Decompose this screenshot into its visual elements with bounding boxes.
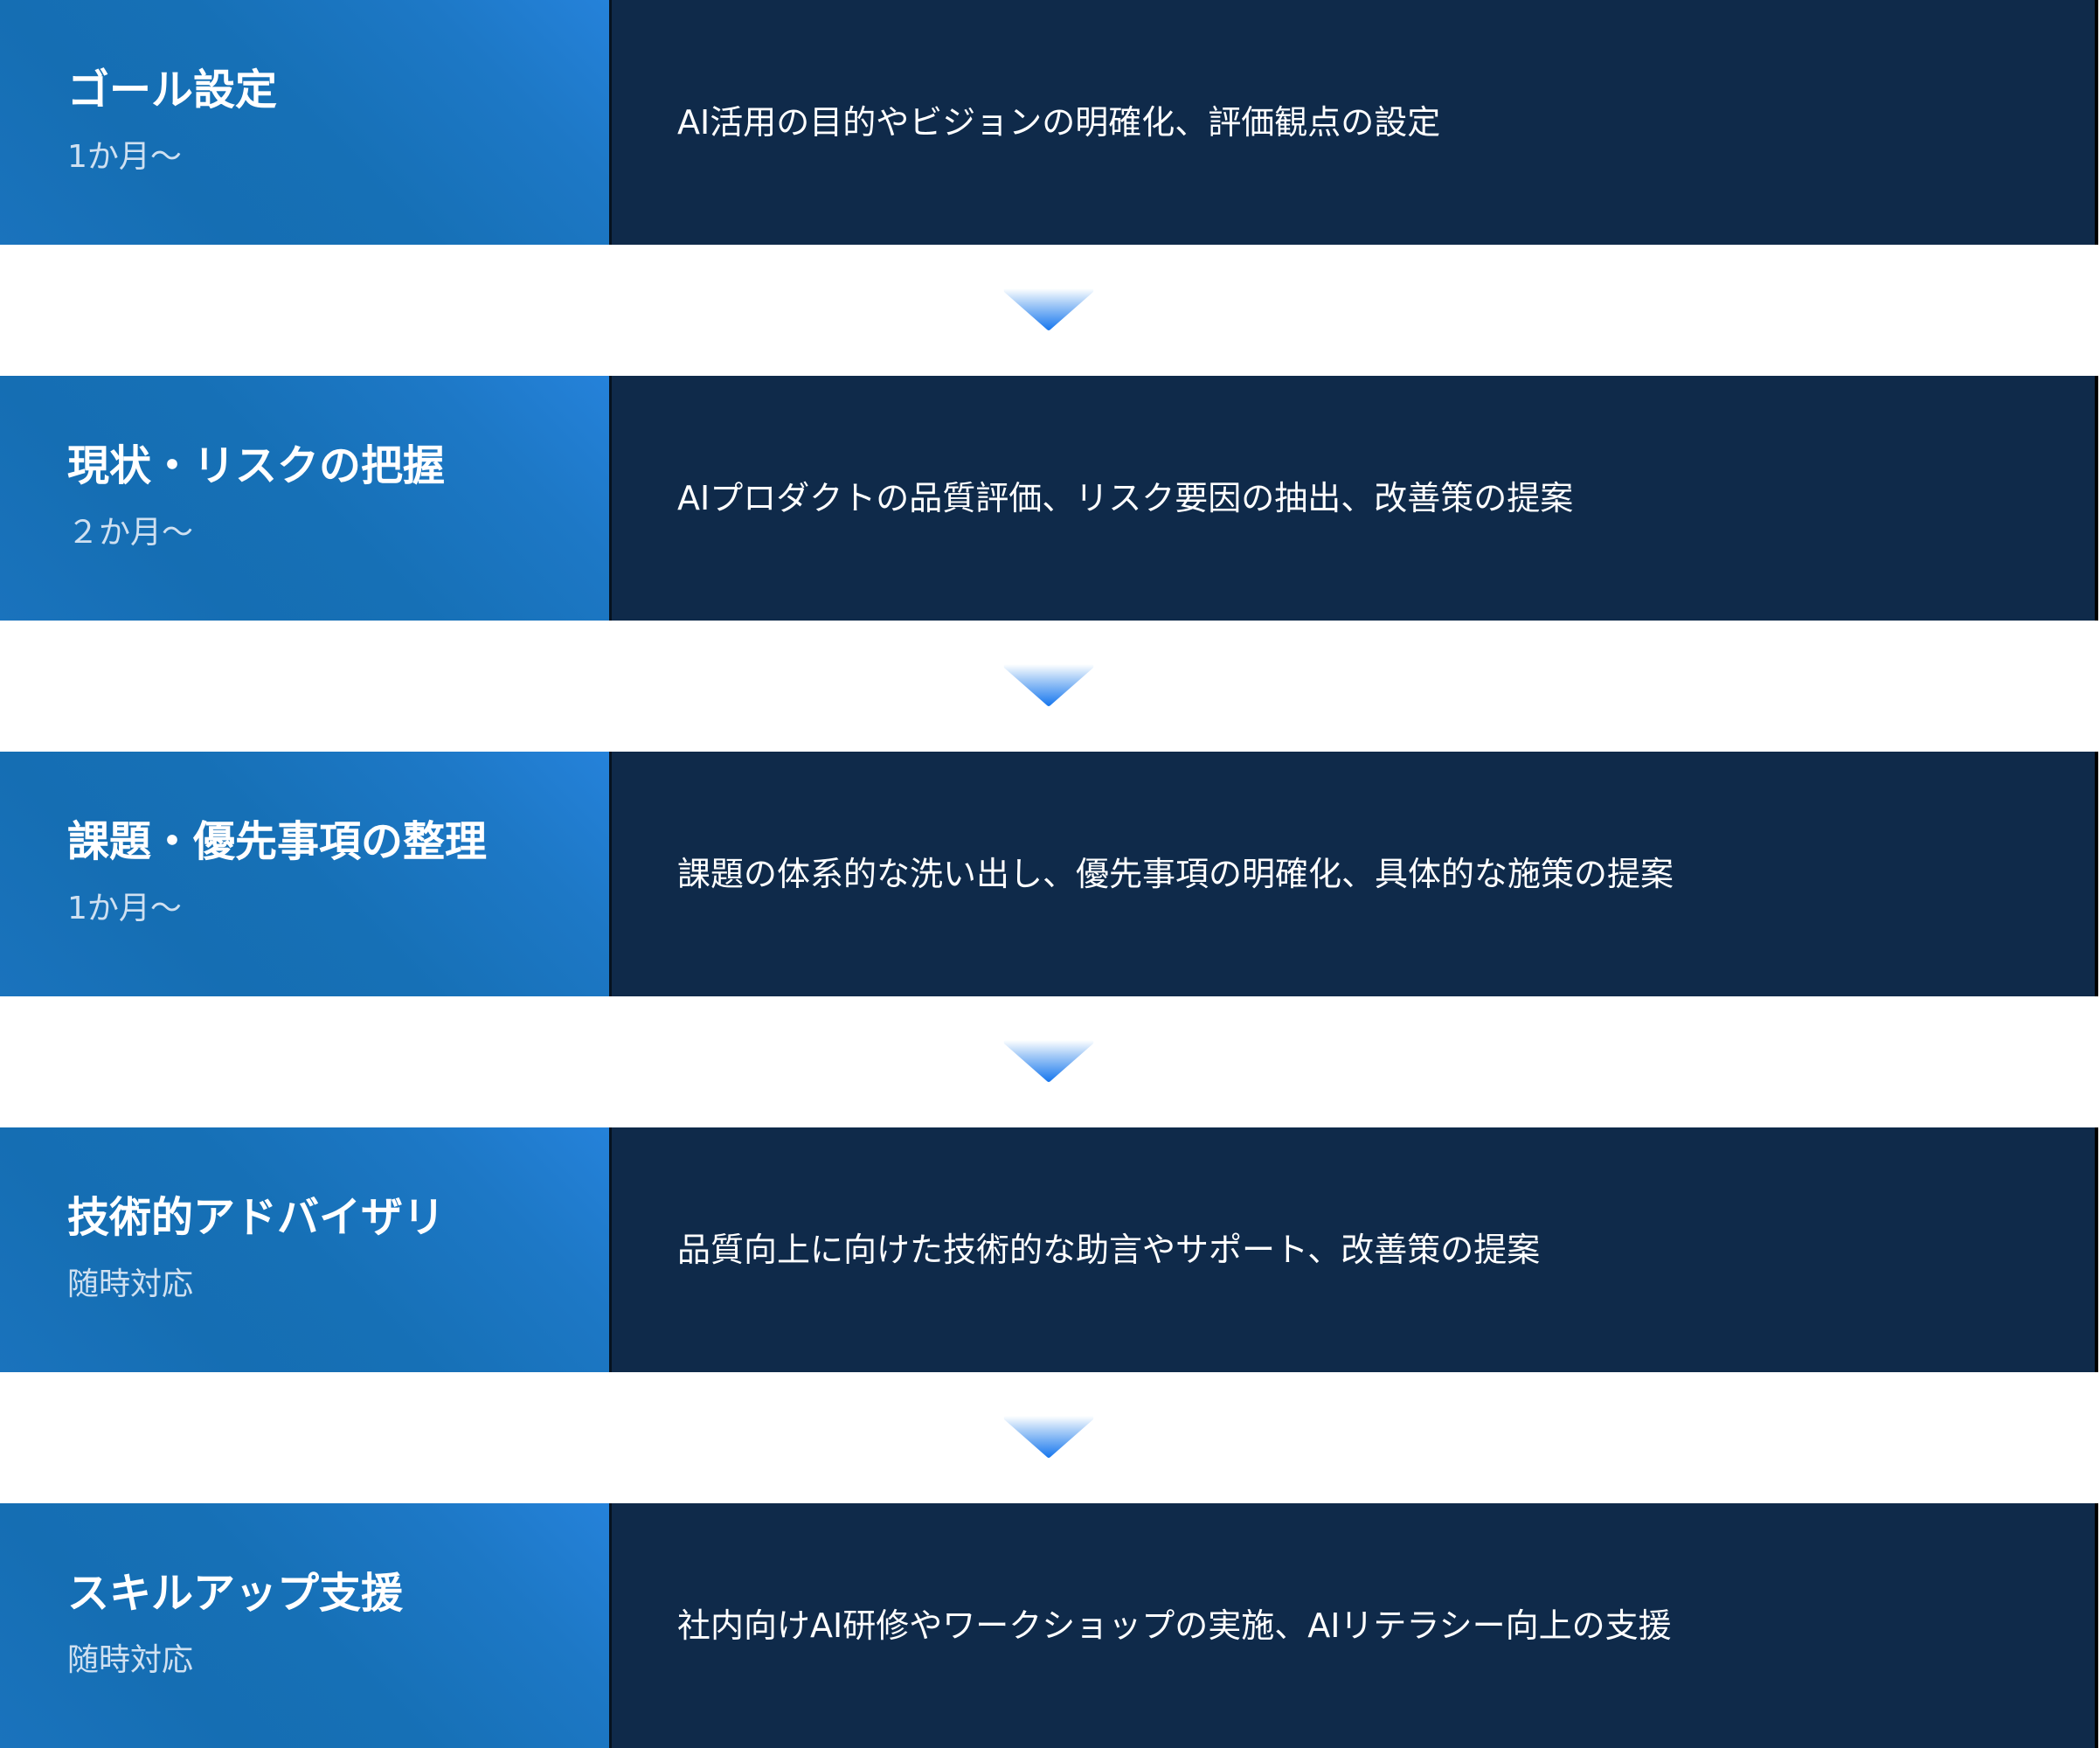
step-title: ゴール設定 <box>67 66 278 114</box>
panel-divider <box>609 752 612 996</box>
step-label-panel: 技術的アドバイザリ 随時対応 <box>0 1127 609 1372</box>
step-duration: 随時対応 <box>67 1642 194 1678</box>
step-goal-setting: ゴール設定 1か月～ AI活用の目的やビジョンの明確化、評価観点の設定 <box>0 0 2098 245</box>
step-issue-prioritization: 課題・優先事項の整理 1か月～ 課題の体系的な洗い出し、優先事項の明確化、具体的… <box>0 752 2098 996</box>
step-duration: 1か月～ <box>67 891 182 926</box>
step-duration: 随時対応 <box>67 1266 194 1302</box>
step-description: 社内向けAI研修やワークショップの実施、AIリテラシー向上の支援 <box>677 1606 1672 1645</box>
step-title: 技術的アドバイザリ <box>67 1193 446 1242</box>
step-description-panel: 社内向けAI研修やワークショップの実施、AIリテラシー向上の支援 <box>612 1503 2098 1748</box>
step-title: 課題・優先事項の整理 <box>67 817 488 866</box>
arrow-down-icon <box>1003 664 1094 706</box>
step-description: 課題の体系的な洗い出し、優先事項の明確化、具体的な施策の提案 <box>677 855 1674 893</box>
panel-divider <box>609 0 612 245</box>
step-label-panel: 現状・リスクの把握 ２か月～ <box>0 376 609 621</box>
step-label-panel: ゴール設定 1か月～ <box>0 0 609 245</box>
step-current-risk-assessment: 現状・リスクの把握 ２か月～ AIプロダクトの品質評価、リスク要因の抽出、改善策… <box>0 376 2098 621</box>
step-description: AI活用の目的やビジョンの明確化、評価観点の設定 <box>677 103 1441 142</box>
step-description: AIプロダクトの品質評価、リスク要因の抽出、改善策の提案 <box>677 479 1574 517</box>
arrow-down-icon <box>1003 1040 1094 1082</box>
step-duration: ２か月～ <box>67 515 194 551</box>
panel-divider <box>609 376 612 621</box>
step-description-panel: AI活用の目的やビジョンの明確化、評価観点の設定 <box>612 0 2098 245</box>
arrow-down-icon <box>1003 288 1094 330</box>
step-label-panel: スキルアップ支援 随時対応 <box>0 1503 609 1748</box>
panel-divider <box>609 1503 612 1748</box>
step-description-panel: 課題の体系的な洗い出し、優先事項の明確化、具体的な施策の提案 <box>612 752 2098 996</box>
step-skill-up-support: スキルアップ支援 随時対応 社内向けAI研修やワークショップの実施、AIリテラシ… <box>0 1503 2098 1748</box>
step-duration: 1か月～ <box>67 139 182 175</box>
step-title: 現状・リスクの把握 <box>67 441 446 490</box>
panel-divider <box>609 1127 612 1372</box>
step-description-panel: AIプロダクトの品質評価、リスク要因の抽出、改善策の提案 <box>612 376 2098 621</box>
step-description-panel: 品質向上に向けた技術的な助言やサポート、改善策の提案 <box>612 1127 2098 1372</box>
step-label-panel: 課題・優先事項の整理 1か月～ <box>0 752 609 996</box>
arrow-down-icon <box>1003 1416 1094 1458</box>
step-title: スキルアップ支援 <box>67 1569 404 1618</box>
step-technical-advisory: 技術的アドバイザリ 随時対応 品質向上に向けた技術的な助言やサポート、改善策の提… <box>0 1127 2098 1372</box>
step-description: 品質向上に向けた技術的な助言やサポート、改善策の提案 <box>677 1231 1541 1269</box>
